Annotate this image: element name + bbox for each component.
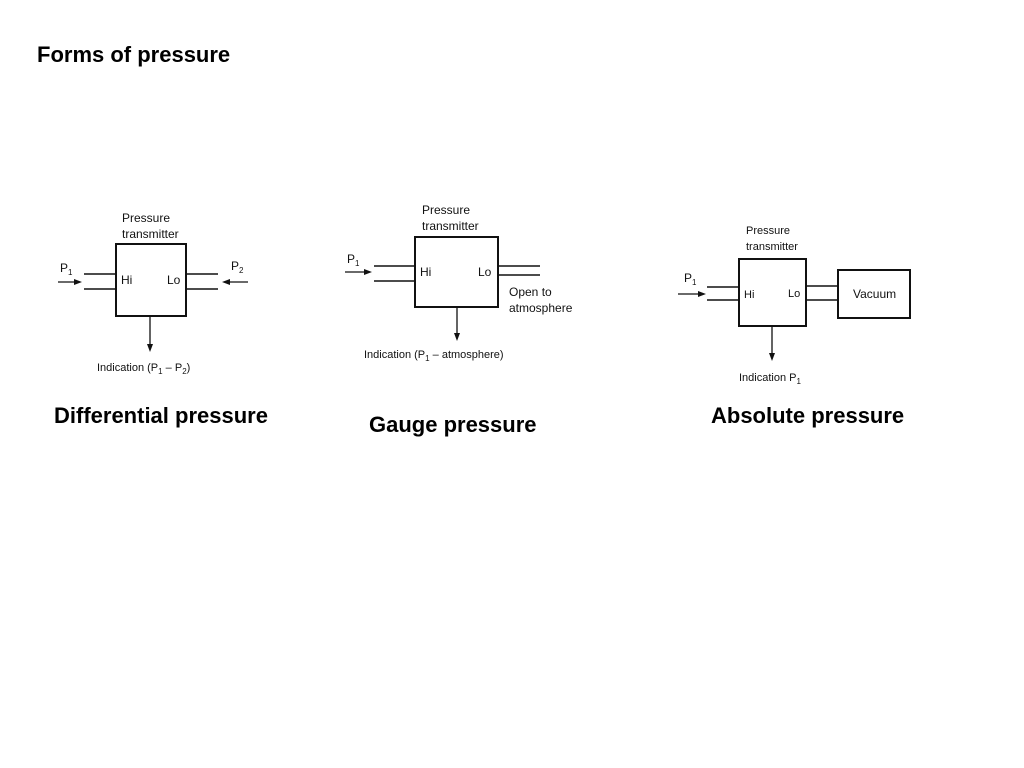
differential-pressure-diagram: Pressure transmitter Hi Lo P1 P2 Indicat… [58,211,248,376]
slide-title: Forms of pressure [37,42,231,67]
absolute-pressure-caption: Absolute pressure [711,403,905,428]
differential-pressure-caption: Differential pressure [54,403,268,428]
gauge-device-label-line2: transmitter [422,219,479,233]
diff-p2-arrow-head [222,279,230,285]
diff-device-label-line1: Pressure [122,211,170,225]
abs-indication-label: Indication P1 [739,372,801,386]
diff-p1-label: P1 [60,261,73,277]
diff-p1-arrow-head [74,279,82,285]
absolute-pressure-diagram: Pressure transmitter Hi Lo Vacuum P1 Ind… [678,225,911,386]
gauge-pressure-caption: Gauge pressure [369,412,537,437]
diff-hi-label: Hi [121,273,132,287]
abs-p1-label: P1 [684,271,697,287]
gauge-hi-label: Hi [420,265,431,279]
gauge-indication-label: Indication (P1 – atmosphere) [364,349,504,363]
abs-device-label-line2: transmitter [746,241,798,253]
vacuum-box [837,269,911,319]
diff-lo-label: Lo [167,273,181,287]
diff-indication-label: Indication (P1 – P2) [97,362,190,376]
abs-p1-arrow-head [698,291,706,297]
gauge-open-label-line1: Open to [509,285,552,299]
abs-hi-label: Hi [744,289,754,301]
gauge-pressure-diagram: Pressure transmitter Hi Lo P1 Open to at… [345,203,573,363]
gauge-lo-label: Lo [478,265,492,279]
abs-device-label-line1: Pressure [746,225,790,237]
gauge-indication-arrow-head [454,333,460,341]
diff-p2-label: P2 [231,259,244,275]
gauge-open-label-line2: atmosphere [509,301,573,315]
vacuum-label: Vacuum [853,287,896,301]
gauge-p1-arrow-head [364,269,372,275]
gauge-transmitter-box [414,236,499,308]
gauge-p1-label: P1 [347,252,360,268]
gauge-device-label-line1: Pressure [422,203,470,217]
diff-transmitter-box [115,243,187,317]
diff-indication-arrow-head [147,344,153,352]
abs-lo-label: Lo [788,288,800,300]
diff-device-label-line2: transmitter [122,227,179,241]
abs-indication-arrow-head [769,353,775,361]
